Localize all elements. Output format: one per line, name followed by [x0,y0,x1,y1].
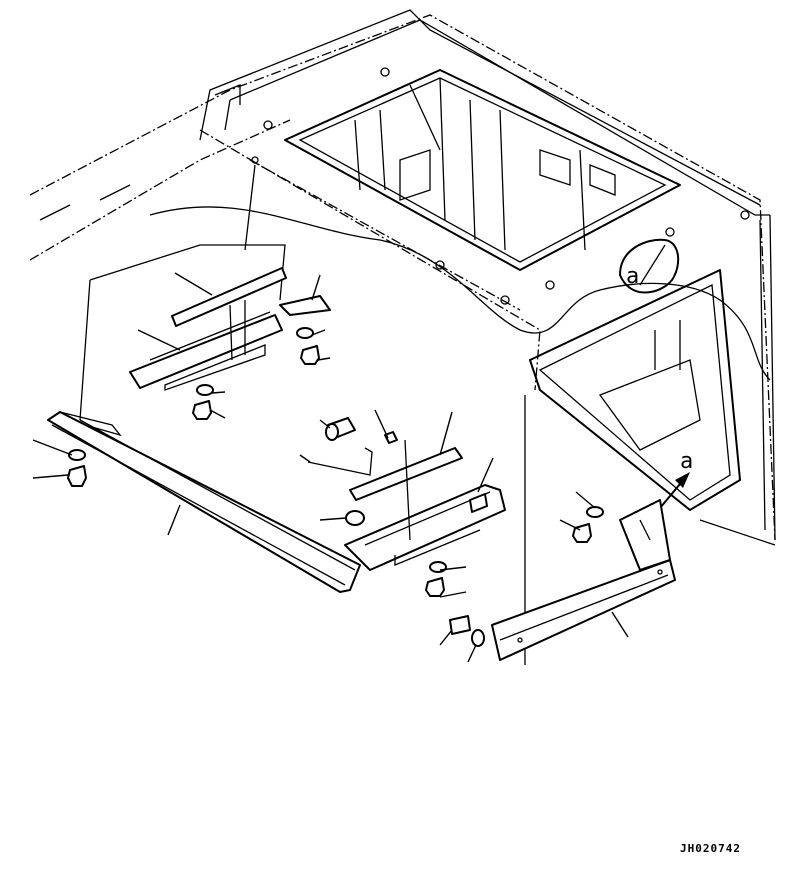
right-side-cover [491,499,676,661]
left-bolt-washer [67,449,87,487]
upper-bracket [192,295,331,420]
long-left-cover [47,411,361,593]
view-arrow-label: a [680,449,693,474]
leader-lines [32,272,629,663]
drawing-code: JH020742 [680,842,741,855]
right-bolt-washer [572,506,604,543]
middle-cover-plate [344,439,506,571]
view-marker-label: a [626,264,639,289]
mounting-lines [79,84,526,665]
view-marker-a: a [619,238,680,294]
cab-floor-frame [29,9,776,546]
upper-left-cover-plate [129,267,287,391]
